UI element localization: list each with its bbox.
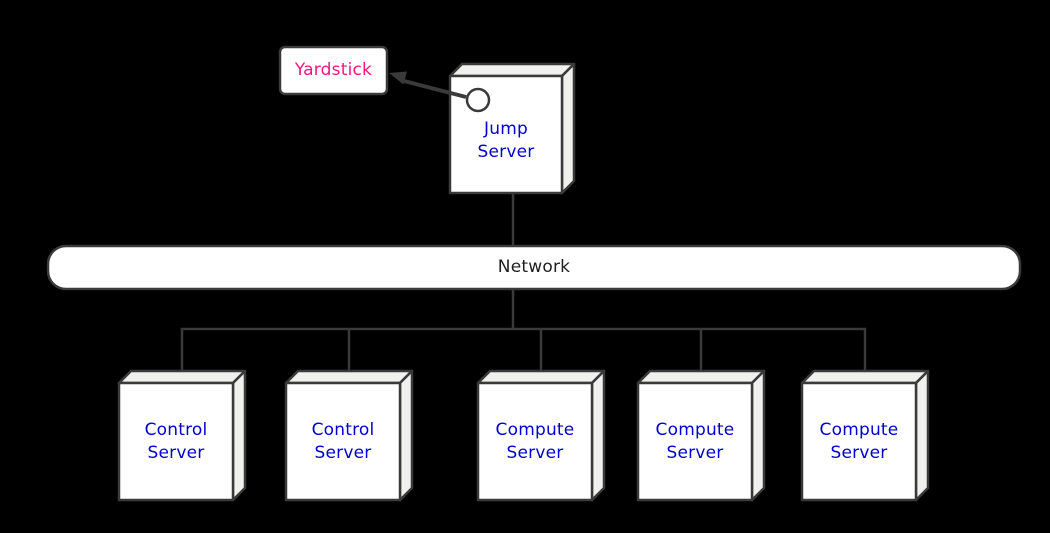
control-server-1-box bbox=[117, 369, 247, 502]
compute-server-3-box bbox=[800, 369, 930, 502]
compute-server-1-label: Compute Server bbox=[495, 419, 575, 463]
control-server-2-label: Control Server bbox=[311, 419, 375, 463]
compute-server-3-label: Compute Server bbox=[819, 419, 899, 463]
network-label: Network bbox=[497, 257, 571, 277]
jump-server-port-icon bbox=[465, 87, 491, 113]
control-server-2-box bbox=[284, 369, 414, 502]
jump-server-label: Jump Server bbox=[477, 118, 535, 162]
edge-network-to-servers bbox=[180, 327, 867, 372]
compute-server-2-label: Compute Server bbox=[655, 419, 735, 463]
control-server-1-label: Control Server bbox=[144, 419, 208, 463]
yardstick-box bbox=[278, 45, 389, 96]
network-bus bbox=[46, 244, 1022, 291]
compute-server-1-box bbox=[476, 369, 606, 502]
compute-server-2-box bbox=[636, 369, 766, 502]
yardstick-label: Yardstick bbox=[294, 60, 373, 80]
yardstick-arrow bbox=[389, 71, 467, 99]
